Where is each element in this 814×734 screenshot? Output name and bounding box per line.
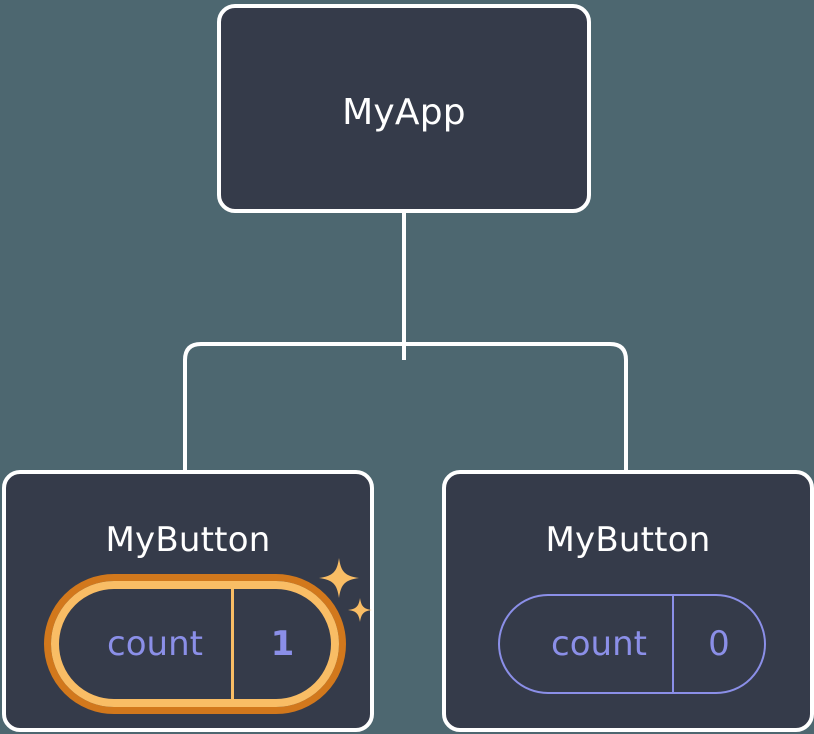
- node-mybutton-1-title: MyButton: [105, 520, 271, 560]
- state-pill-outer-ring: [44, 574, 346, 714]
- state-pill-plain[interactable]: count 0: [498, 594, 766, 694]
- state-key-label: count: [551, 624, 647, 664]
- state-value-label: 1: [270, 624, 295, 664]
- state-divider: [231, 589, 234, 699]
- state-pill-inner-ring: count 1: [51, 581, 339, 707]
- node-myapp[interactable]: MyApp: [217, 4, 591, 213]
- node-mybutton-1[interactable]: MyButton count 1: [2, 470, 374, 732]
- node-myapp-title: MyApp: [342, 92, 466, 133]
- state-divider: [672, 596, 674, 692]
- state-key-label: count: [107, 624, 203, 664]
- node-mybutton-2[interactable]: MyButton count 0: [442, 470, 814, 732]
- state-value-label: 0: [708, 624, 730, 664]
- node-mybutton-2-title: MyButton: [545, 520, 711, 560]
- state-pill-highlighted[interactable]: count 1: [44, 574, 346, 714]
